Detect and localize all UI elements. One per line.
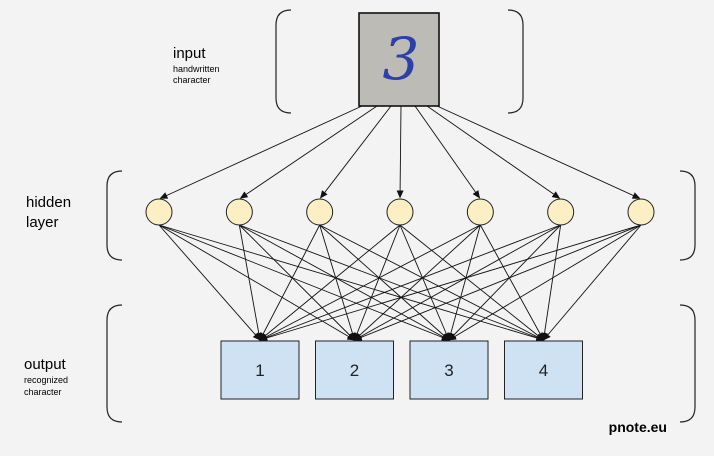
edge-hidden-to-output (238, 224, 263, 341)
input-bracket-left (275, 9, 292, 114)
edge-hidden-to-output (158, 224, 356, 341)
edge-hidden-to-output (259, 224, 481, 341)
brand-watermark: pnote.eu (609, 419, 667, 435)
edge-input-to-hidden (319, 105, 392, 199)
hidden-bracket-right (679, 170, 696, 261)
input-sublabel-line1: handwritten (173, 64, 220, 74)
input-handwritten-digit: 3 (383, 25, 420, 93)
edge-hidden-to-output (259, 224, 561, 341)
hidden-layer-nodes (145, 198, 655, 226)
output-node-box (409, 340, 489, 400)
edge-hidden-to-output (259, 224, 321, 341)
input-image: 3 (358, 12, 440, 107)
edge-hidden-to-output (353, 224, 642, 341)
edge-hidden-to-output (448, 224, 561, 341)
output-node-box (220, 340, 300, 400)
edge-hidden-to-output (353, 224, 481, 341)
output-node-label: 2 (350, 361, 359, 380)
network-edges (158, 105, 642, 342)
output-node: 2 (315, 340, 394, 400)
edge-hidden-to-output (319, 224, 545, 341)
hidden-node (627, 198, 655, 226)
hidden-node (306, 198, 334, 226)
hidden-node (547, 198, 575, 226)
edge-hidden-to-output (399, 224, 450, 341)
edge-hidden-to-output (319, 224, 450, 341)
edge-input-to-hidden (159, 105, 363, 199)
edge-hidden-to-output (541, 224, 562, 341)
edge-hidden-to-output (239, 224, 545, 341)
edge-hidden-to-output (448, 224, 642, 341)
edge-hidden-to-output (158, 224, 545, 342)
edge-hidden-to-output (319, 224, 356, 341)
edge-hidden-to-output (542, 224, 642, 341)
output-node-label: 4 (539, 361, 548, 380)
output-node-box (315, 340, 394, 400)
edge-hidden-to-output (239, 224, 356, 341)
output-layer-boxes: 1 2 3 4 (220, 340, 583, 400)
edge-input-to-hidden (426, 105, 561, 199)
input-image-box (358, 12, 440, 107)
output-bracket-left (106, 304, 123, 423)
edge-hidden-to-output (353, 224, 561, 341)
input-label: input (173, 45, 206, 62)
input-bracket-right (507, 9, 524, 114)
edge-hidden-to-output (259, 224, 642, 342)
edge-hidden-to-output (479, 224, 544, 341)
edge-hidden-to-output (353, 224, 401, 341)
output-node: 3 (409, 340, 489, 400)
hidden-node (466, 198, 494, 226)
output-node-label: 3 (444, 361, 453, 380)
edge-hidden-to-output (239, 224, 450, 341)
output-sublabel-line2: character (24, 387, 62, 397)
edge-input-to-hidden (436, 105, 641, 199)
edge-hidden-to-output (158, 224, 261, 341)
output-node-box (504, 340, 583, 400)
edge-hidden-to-output (158, 224, 450, 341)
edge-hidden-to-output (447, 224, 481, 341)
edge-input-to-hidden (414, 105, 481, 199)
output-label: output (24, 356, 67, 373)
input-sublabel-line2: character (173, 75, 211, 85)
output-node-label: 1 (255, 361, 264, 380)
edge-hidden-to-output (399, 224, 545, 341)
hidden-node (145, 198, 173, 226)
edge-hidden-to-output (259, 224, 401, 341)
output-bracket-right (679, 304, 696, 423)
output-node: 1 (220, 340, 300, 400)
hidden-node (386, 198, 414, 226)
edge-input-to-hidden (239, 105, 378, 199)
output-sublabel-line1: recognized (24, 375, 68, 385)
edge-input-to-hidden (396, 105, 404, 199)
output-node: 4 (504, 340, 583, 400)
hidden-label-line1: hidden (26, 194, 71, 211)
hidden-bracket-left (106, 170, 123, 261)
hidden-label-line2: layer (26, 214, 59, 231)
hidden-node (225, 198, 253, 226)
